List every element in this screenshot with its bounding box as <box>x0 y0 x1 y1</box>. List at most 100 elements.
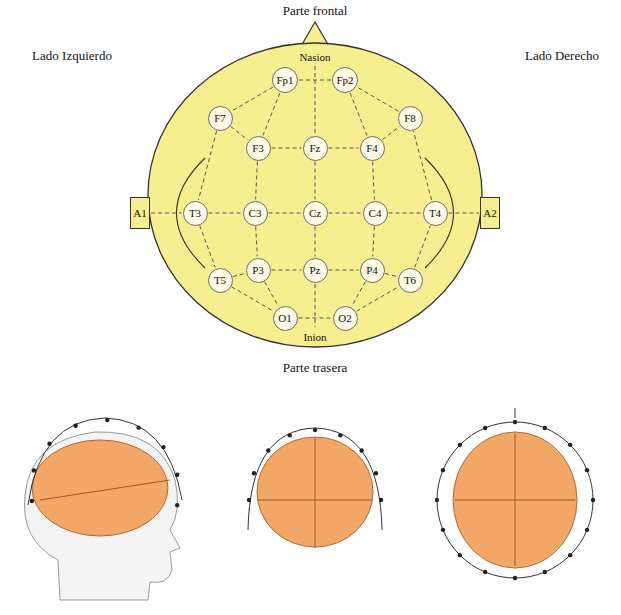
electrode-label: C3 <box>249 208 262 219</box>
electrode-circle: T6 <box>398 268 423 293</box>
electrode-link <box>383 126 400 139</box>
measure-circle <box>437 422 593 578</box>
electrode-label: T5 <box>214 275 226 286</box>
electrode-circle: C4 <box>363 201 388 226</box>
guide-line <box>315 438 316 548</box>
orientation-label: Parte frontal <box>235 4 395 19</box>
electrode-dot <box>513 420 517 424</box>
electrode-link <box>269 213 302 214</box>
electrode-label: P4 <box>366 265 378 276</box>
electrode-dot <box>374 471 378 475</box>
electrode-link <box>385 273 397 276</box>
electrode-link <box>413 131 431 200</box>
electrode-dot <box>288 433 292 437</box>
electrode-label: Fp2 <box>336 75 353 86</box>
electrode-link <box>231 126 248 139</box>
electrode-dot <box>585 528 589 532</box>
electrode-link <box>352 282 366 306</box>
electrode-dot <box>483 426 487 430</box>
electrode-link <box>232 87 273 111</box>
electrode-circle: O1 <box>273 306 298 331</box>
electrode-label: F3 <box>252 143 264 154</box>
electrode-dot <box>252 471 256 475</box>
electrode-link <box>373 226 375 256</box>
electrode-dot <box>591 498 595 502</box>
electrode-link <box>299 318 332 319</box>
head-outline <box>148 43 482 347</box>
electrode-dot <box>136 425 140 429</box>
guide-line <box>40 480 170 500</box>
electrode-label: O2 <box>338 313 351 324</box>
electrode-link <box>415 226 431 268</box>
nose-mark <box>515 408 516 418</box>
electrode-circle: Fz <box>303 136 328 161</box>
electrode-link <box>329 213 362 214</box>
electrode-dot <box>175 473 179 477</box>
ear-reference: A2 <box>480 197 500 229</box>
electrode-dot <box>338 433 342 437</box>
electrode-link <box>198 131 216 200</box>
electrode-link <box>373 161 375 199</box>
electrode-label: F4 <box>366 143 378 154</box>
electrode-dot <box>441 528 445 532</box>
electrode-link <box>232 287 274 311</box>
electrode-dot <box>585 468 589 472</box>
electrode-dot <box>161 445 165 449</box>
electrode-label: A2 <box>483 208 496 219</box>
electrode-label: P3 <box>252 265 264 276</box>
electrode-label: Pz <box>310 265 321 276</box>
electrode-label: F7 <box>214 113 226 124</box>
electrode-link <box>329 148 359 149</box>
electrode-circle: T5 <box>208 268 233 293</box>
brain <box>257 437 373 547</box>
electrode-link <box>357 87 398 111</box>
electrode-link <box>256 161 258 199</box>
guide-line <box>258 500 372 501</box>
electrode-label: Fp1 <box>276 75 293 86</box>
electrode-link <box>299 80 331 81</box>
electrode-dot <box>175 503 179 507</box>
electrode-dot <box>543 570 547 574</box>
ear-reference: A1 <box>130 197 150 229</box>
electrode-circle: T3 <box>183 201 208 226</box>
electrode-link <box>315 227 316 257</box>
electrode-circle: Fp1 <box>272 67 298 93</box>
landmark-label: Inion <box>275 331 355 344</box>
orientation-label: Lado Izquierdo <box>27 49 117 64</box>
landmark-label: Nasion <box>275 51 355 64</box>
electrode-dot <box>30 499 34 503</box>
electrode-dot <box>441 468 445 472</box>
electrode-dot <box>568 443 572 447</box>
electrode-link <box>233 273 245 276</box>
electrode-dot <box>513 576 517 580</box>
electrode-dot <box>568 553 572 557</box>
head-silhouette <box>24 432 180 600</box>
orientation-label: Lado Derecho <box>517 49 607 64</box>
electrode-dot <box>359 448 363 452</box>
electrode-dot <box>313 428 317 432</box>
electrode-dot <box>458 553 462 557</box>
electrode-link <box>329 270 359 271</box>
electrode-circle: F4 <box>360 136 385 161</box>
electrode-link <box>265 282 279 306</box>
brain <box>32 440 168 536</box>
electrode-dot <box>458 443 462 447</box>
electrode-link <box>151 213 182 214</box>
electrode-label: Cz <box>309 208 321 219</box>
electrode-link <box>449 213 480 214</box>
electrode-circle: F7 <box>208 106 233 131</box>
electrode-label: C4 <box>369 208 382 219</box>
electrode-circle: Fp2 <box>332 67 358 93</box>
orientation-label: Parte trasera <box>235 361 395 376</box>
electrode-label: A1 <box>133 208 146 219</box>
electrode-dot <box>47 442 51 446</box>
electrode-circle: F3 <box>246 136 271 161</box>
electrode-label: F8 <box>404 113 416 124</box>
electrode-link <box>263 93 280 135</box>
electrode-dot <box>266 448 270 452</box>
electrode-dot <box>435 498 439 502</box>
electrode-dot <box>247 498 251 502</box>
electrode-circle: P4 <box>360 258 385 283</box>
